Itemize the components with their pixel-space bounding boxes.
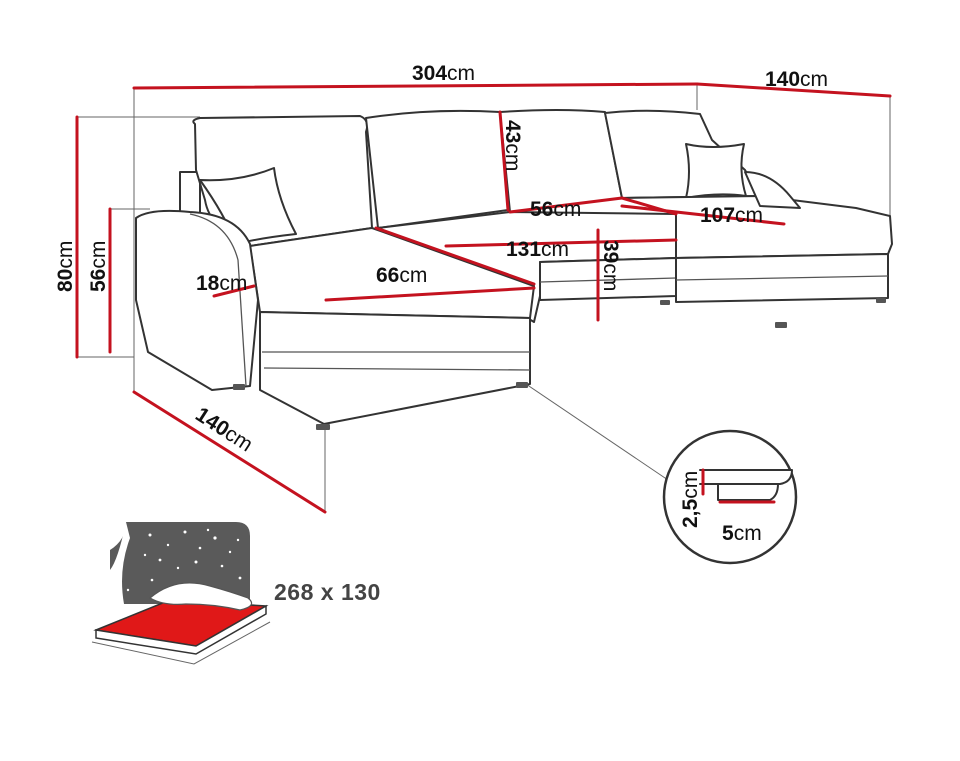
- label-backrest: 43cm: [501, 120, 524, 171]
- dim-line-middle-seat: [444, 238, 678, 248]
- dim-line-backrest: [498, 110, 510, 212]
- label-middle-seat: 131cm: [506, 238, 569, 261]
- left-armrest: [135, 209, 259, 391]
- dim-line-seat-depth: [508, 196, 624, 214]
- dim-line-diagonal: [374, 226, 536, 286]
- leg: [660, 300, 670, 305]
- dim-line-chaise-length: [620, 204, 786, 226]
- label-chaise-length: 107cm: [700, 204, 763, 227]
- label-seat-front: 39cm: [599, 240, 622, 291]
- dim-line-chaise-length-left: [132, 390, 327, 514]
- dim-line-chaise-width: [695, 82, 892, 98]
- dim-line-armrest: [212, 284, 256, 298]
- detail-magnifier: 2,5cm 5cm: [662, 429, 798, 565]
- leg: [775, 322, 787, 328]
- blanket-icon: [148, 582, 253, 611]
- dim-line-total-width: [132, 82, 699, 90]
- label-armrest: 18cm: [196, 272, 247, 295]
- label-total-width: 304cm: [412, 62, 475, 85]
- dim-line-chaise-seat: [324, 286, 536, 302]
- label-chaise-width: 140cm: [765, 68, 828, 91]
- bed-size-label: 268 x 130: [274, 579, 381, 605]
- label-seat-depth: 56cm: [530, 198, 581, 221]
- leg: [516, 382, 528, 388]
- leg: [876, 298, 886, 303]
- bed-function-icon: 268 x 130: [91, 522, 381, 665]
- stars-icon: [118, 528, 242, 592]
- dimension-lines: [75, 82, 892, 514]
- back-cushion-middle-left: [365, 109, 509, 229]
- label-total-height: 80cm: [54, 241, 77, 292]
- label-chaise-seat: 66cm: [376, 264, 427, 287]
- leg: [233, 384, 245, 390]
- label-seat-height: 56cm: [87, 241, 110, 292]
- sofa-drawing: [135, 109, 893, 430]
- label-detail-width: 5cm: [722, 522, 762, 545]
- extension-lines: [77, 84, 891, 512]
- label-detail-height: 2,5cm: [679, 471, 702, 528]
- leg: [316, 424, 330, 430]
- night-sky-icon: [110, 522, 250, 604]
- pillow-right: [685, 143, 747, 199]
